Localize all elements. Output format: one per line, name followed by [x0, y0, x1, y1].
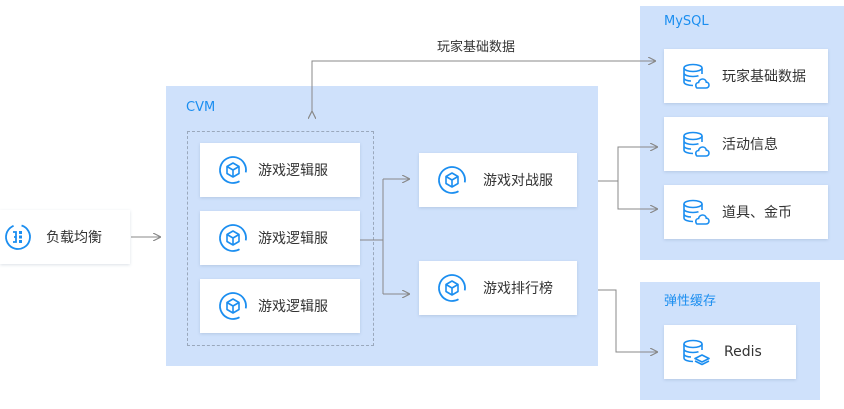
cube-server-icon	[438, 274, 466, 302]
mysql-item-label: 玩家基础数据	[722, 69, 806, 85]
ranking-server-node[interactable]: 游戏排行榜	[419, 261, 577, 315]
redis-node[interactable]: Redis	[664, 325, 796, 379]
battle-to-mysql-line-2	[617, 181, 657, 209]
ranking-to-redis-line	[598, 289, 657, 352]
battle-server-node[interactable]: 游戏对战服	[419, 153, 577, 207]
battle-server-label: 游戏对战服	[483, 173, 553, 189]
player-data-link	[312, 61, 655, 112]
cube-server-icon	[219, 292, 247, 320]
mysql-panel-title: MySQL	[664, 14, 709, 29]
cube-server-icon	[438, 166, 466, 194]
mysql-item-label: 道具、金币	[722, 205, 792, 221]
cvm-panel-title: CVM	[186, 100, 216, 115]
logic-server-label: 游戏逻辑服	[258, 231, 328, 247]
mysql-item-items-gold[interactable]: 道具、金币	[664, 185, 828, 239]
logic-server-node[interactable]: 游戏逻辑服	[200, 279, 360, 333]
redis-label: Redis	[724, 344, 762, 360]
load-balancer-icon	[5, 224, 31, 250]
logic-server-label: 游戏逻辑服	[258, 299, 328, 315]
database-redis-icon	[683, 339, 710, 366]
ranking-server-label: 游戏排行榜	[483, 281, 553, 297]
logic-server-label: 游戏逻辑服	[258, 163, 328, 179]
battle-to-mysql-line	[598, 147, 657, 182]
logic-server-group	[187, 131, 374, 346]
player-data-link-label: 玩家基础数据	[437, 40, 516, 55]
cube-server-icon	[219, 224, 247, 252]
mysql-item-activity[interactable]: 活动信息	[664, 117, 828, 171]
database-cloud-icon	[683, 199, 710, 225]
load-balancer-label: 负载均衡	[46, 230, 102, 246]
mysql-item-player-data[interactable]: 玩家基础数据	[664, 49, 828, 103]
logic-server-node[interactable]: 游戏逻辑服	[200, 211, 360, 265]
load-balancer-node[interactable]: 负载均衡	[0, 210, 130, 264]
cache-panel-title: 弹性缓存	[664, 294, 717, 309]
database-cloud-icon	[683, 131, 710, 157]
logic-server-node[interactable]: 游戏逻辑服	[200, 143, 360, 197]
database-cloud-icon	[683, 63, 710, 89]
mysql-item-label: 活动信息	[722, 137, 778, 153]
cube-server-icon	[219, 156, 247, 184]
